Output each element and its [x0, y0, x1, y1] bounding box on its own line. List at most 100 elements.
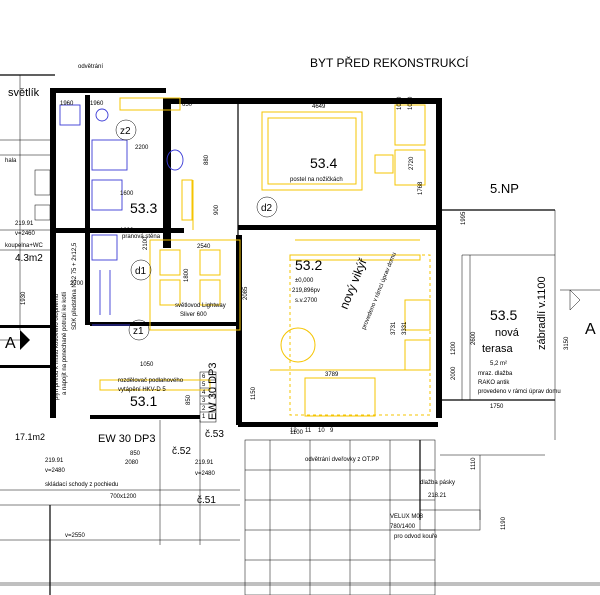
- terasa-provedeno: provedeno v rámci úprav domu: [478, 389, 561, 395]
- room-532-sv: s.v.2700: [295, 298, 318, 304]
- dim-label: 3331: [402, 321, 408, 335]
- room-532-elev: ±0,000: [295, 278, 314, 284]
- label-odvetrani: odvětrání: [78, 64, 103, 70]
- note-vytapeni: vytápění HKV-D 5: [118, 387, 166, 393]
- dim-label: 3150: [564, 336, 570, 350]
- dim-label: 900: [214, 204, 220, 215]
- dim-label: 1960: [60, 101, 74, 107]
- dim-label: 2080: [125, 460, 139, 466]
- dim-label: 1995: [461, 211, 467, 225]
- room-535: 53.5: [490, 307, 517, 323]
- label-700x1200: 700x1200: [110, 494, 137, 500]
- dim-label: 2720: [409, 156, 415, 170]
- terasa-dlazba: mraz. dlažba: [478, 371, 513, 377]
- marker-d2: d2: [261, 203, 273, 214]
- plan-title: BYT PŘED REKONSTRUKCÍ: [310, 55, 469, 70]
- dim-label: 2000: [451, 366, 457, 380]
- note-plyn: plyn přívod k místu kotlového otopnému: [54, 294, 60, 400]
- label-koupelna: koupelna+WC: [5, 243, 44, 249]
- section-marks: [0, 289, 600, 350]
- stair-number: 1: [202, 414, 206, 420]
- dim-label: 1100: [290, 430, 304, 436]
- room-533: 53.3: [130, 200, 157, 216]
- note-dlazba: dlažba pásky: [420, 480, 455, 486]
- floor-label: 5.NP: [490, 181, 519, 196]
- label-hala-area: 17.1m2: [15, 432, 45, 442]
- label-novy-vikyr: nový vikýř: [337, 255, 370, 311]
- dim-label: 3731: [391, 321, 397, 335]
- note-ew2: EW 30 DP3: [207, 363, 219, 420]
- stair-number: 2: [202, 406, 206, 412]
- label-svetlik: světlík: [8, 87, 40, 99]
- stair-number: 6: [202, 374, 206, 380]
- dim-label: 1050: [140, 362, 154, 368]
- dim-label: 1150: [251, 386, 257, 400]
- stair-number: 12: [290, 428, 297, 434]
- note-room-21991c: 219.91: [195, 460, 214, 466]
- dim-label: 1750: [490, 404, 504, 410]
- note-v2550: v=2550: [65, 533, 86, 539]
- section-mark-right: A: [585, 321, 596, 338]
- dim-label: 2700: [70, 281, 84, 287]
- dim-label: 1600: [120, 228, 134, 234]
- marker-c53: č.53: [205, 429, 224, 440]
- terasa-area: 5,2 m²: [490, 361, 507, 367]
- dim-label: 1110: [471, 457, 477, 470]
- stair-number: 9: [330, 428, 334, 434]
- dim-label: 880: [204, 154, 210, 165]
- note-v2480b: v=2480: [195, 471, 216, 477]
- note-velux: VELUX M08: [390, 514, 424, 520]
- note-ew: EW 30 DP3: [98, 433, 155, 445]
- note-velux-dim: 780/1400: [390, 524, 416, 530]
- label-v2460: v=2460: [15, 231, 36, 237]
- terasa-label: terasa: [482, 343, 513, 355]
- dim-label: 1190: [501, 516, 507, 530]
- marker-z2: z2: [120, 126, 131, 137]
- dim-label: 850: [130, 451, 141, 457]
- bathroom-fixtures: [34, 104, 184, 326]
- dim-label: 3789: [325, 372, 339, 378]
- dim-label: 1768: [418, 181, 424, 195]
- note-odvetrani-dvere: odvětrání dveřovky z OT.PP: [305, 457, 379, 463]
- label-hala: hala: [5, 158, 17, 164]
- dim-label: 850: [186, 394, 192, 405]
- note-svetlovod: světlovod Lightway: [175, 303, 226, 309]
- marker-d1: d1: [135, 266, 147, 277]
- label-v2480: v=2480: [45, 468, 66, 474]
- dim-label: 1000: [397, 96, 403, 110]
- dim-label: 2540: [197, 244, 211, 250]
- room-532: 53.2: [295, 257, 322, 273]
- stair-number: 3: [202, 398, 206, 404]
- terasa-zabradli: zábradlí v.1100: [536, 276, 548, 350]
- note-plyn2: a napojit na ponechané potrubí ke kotli: [62, 292, 68, 395]
- dim-label: 650: [182, 102, 193, 108]
- dim-label: 2600: [471, 331, 477, 345]
- terasa-rako: RAKO antik: [478, 380, 510, 386]
- dim-label: 4649: [312, 104, 326, 110]
- label-skladaci: skládací schody z pochiedu: [45, 482, 118, 488]
- label-room-2191: 219.91: [15, 221, 34, 227]
- dim-label: 2200: [135, 145, 149, 151]
- new-design-elements: [99, 97, 431, 417]
- room-534: 53.4: [310, 155, 337, 171]
- label-koupelna-area: 4.3m2: [15, 253, 43, 264]
- room-534-bed: postel na nožičkách: [290, 177, 343, 183]
- stair-number: 5: [202, 382, 206, 388]
- stair-numbers: 6 5 4 3 2 1 12 11 10 9: [202, 374, 334, 434]
- note-pranova: pranová stěna: [122, 234, 161, 240]
- note-velux-note: pro odvod kouře: [394, 534, 438, 540]
- stair-number: 4: [202, 390, 206, 396]
- note-rozdelovac: rozdělovač podlahového: [118, 378, 184, 384]
- dim-label: 1600: [120, 191, 134, 197]
- marker-z1: z1: [133, 326, 144, 337]
- door-marker-circles: [115, 119, 278, 341]
- dim-label: 1960: [90, 101, 104, 107]
- dim-label: 1930: [21, 291, 27, 305]
- dim-label: 1200: [451, 341, 457, 355]
- room-531: 53.1: [130, 393, 157, 409]
- dim-label: 2100: [143, 236, 149, 250]
- section-mark-left: A: [5, 335, 16, 352]
- stair-number: 11: [305, 428, 312, 434]
- room-532-code: 219,896pv: [292, 288, 320, 294]
